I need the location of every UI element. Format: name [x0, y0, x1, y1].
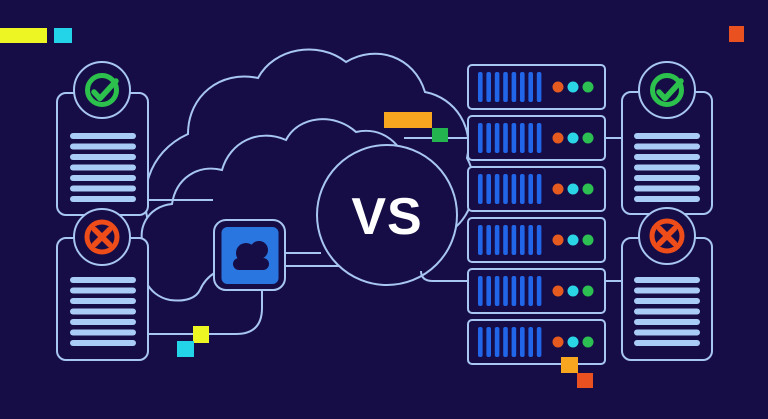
server-rack [467, 64, 606, 365]
right-top-document-card [621, 61, 713, 215]
server-unit [467, 268, 606, 314]
right-bottom-document-card [621, 207, 713, 361]
connector-doc-to-cloud-tile [147, 290, 263, 335]
deco-yellow-bar-top-left [0, 28, 47, 43]
cloud-icon [233, 241, 269, 270]
server-unit [467, 64, 606, 110]
deco-cyan-square-top-left [54, 28, 72, 43]
status-badge-circle [638, 61, 696, 119]
deco-cyan-square-bottom [177, 341, 194, 357]
deco-orange-square-bottom-right [577, 373, 593, 388]
deco-yellow-square-bottom [193, 326, 209, 343]
vs-circle [316, 144, 458, 286]
deco-amber-bar-center [384, 112, 432, 128]
deco-amber-square-bottom-right [561, 357, 578, 373]
status-badge-circle [73, 61, 131, 119]
connector-vs-to-rack [420, 270, 468, 282]
vs-label: VS [351, 188, 422, 246]
deco-orange-square-top-right [729, 26, 744, 42]
server-unit [467, 217, 606, 263]
deco-green-square-center [432, 128, 448, 142]
vs-badge [316, 144, 458, 286]
server-unit [467, 115, 606, 161]
left-bottom-document-card [56, 208, 149, 361]
server-unit [467, 166, 606, 212]
server-unit [467, 319, 606, 365]
cloud-app-tile [213, 219, 286, 291]
left-top-document-card [56, 61, 149, 216]
